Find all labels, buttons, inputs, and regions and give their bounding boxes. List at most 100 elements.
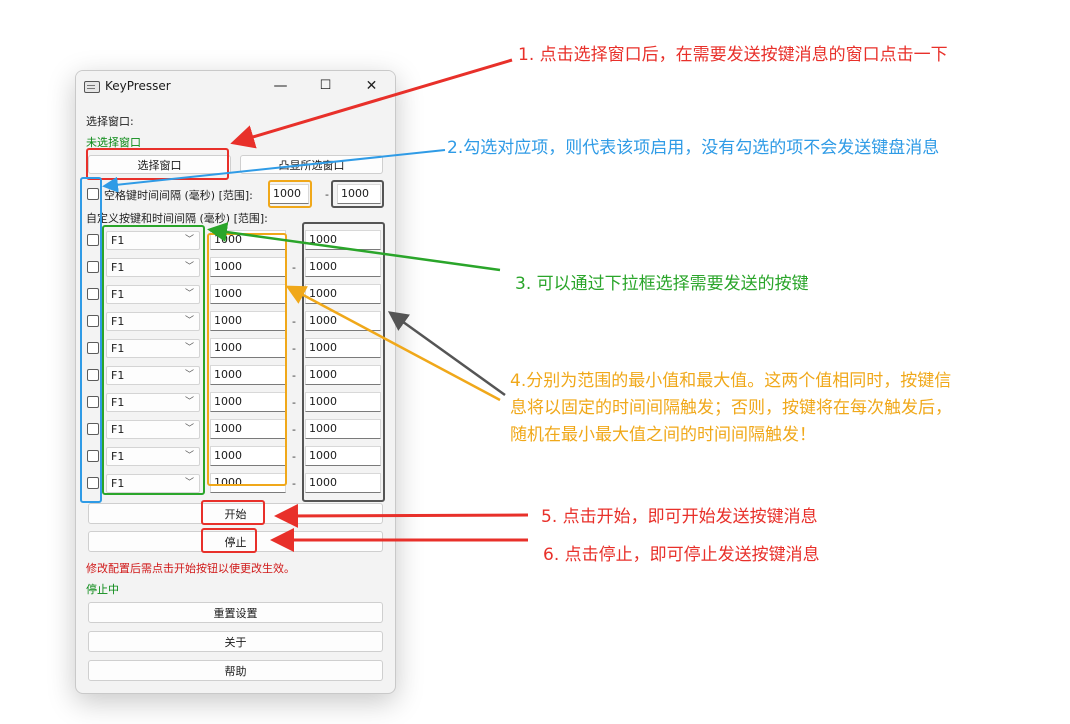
key-select-dropdown[interactable]: F1 ﹀ (106, 339, 200, 358)
annotation-3: 3. 可以通过下拉框选择需要发送的按键 (515, 274, 809, 294)
key-select-dropdown[interactable]: F1﹀ (106, 447, 200, 466)
space-interval-label: 空格键时间间隔 (毫秒) [范围]: (104, 189, 253, 202)
range-dash: - (292, 315, 296, 328)
arrow-3 (207, 222, 501, 272)
title-bar[interactable]: KeyPresser — ☐ ✕ (76, 71, 395, 103)
key-select-dropdown[interactable]: F1 ﹀ (106, 312, 200, 331)
reset-settings-button[interactable]: 重置设置 (88, 602, 383, 623)
minimize-button[interactable]: — (273, 78, 288, 94)
notice-text: 修改配置后需点击开始按钮以使更改生效。 (86, 562, 295, 575)
max-interval-input[interactable]: 1000 (305, 284, 381, 304)
key-select-dropdown[interactable]: F1 ﹀ (106, 285, 200, 304)
max-column-box (302, 222, 385, 502)
arrow-5 (274, 503, 529, 528)
range-dash: - (325, 188, 329, 201)
range-dash: - (292, 261, 296, 274)
min-interval-input[interactable]: 1000 (210, 392, 286, 412)
key-combo-column-box (102, 225, 205, 495)
key-select-value: F1 (111, 288, 125, 301)
key-select-dropdown[interactable]: F1 ﹀ (106, 474, 200, 493)
arrow-4b (387, 311, 506, 397)
annotation-5: 5. 点击开始，即可开始发送按键消息 (541, 507, 818, 527)
keyboard-icon (84, 81, 100, 93)
chevron-down-icon: ﹀ (184, 343, 194, 353)
key-select-value: F1 (111, 261, 125, 274)
key-select-value: F1 (111, 234, 125, 247)
arrow-2 (102, 149, 446, 193)
key-enable-checkbox[interactable] (87, 369, 99, 381)
range-dash: - (292, 342, 296, 355)
chevron-down-icon: ﹀ (184, 478, 194, 488)
chevron-down-icon: ﹀ (184, 316, 194, 326)
key-enable-checkbox[interactable] (87, 315, 99, 327)
key-select-value: F1 (111, 369, 125, 382)
start-button[interactable]: 开始 (88, 503, 383, 524)
window-status-text: 未选择窗口 (86, 136, 141, 149)
annotation-1: 1. 点击选择窗口后，在需要发送按键消息的窗口点击一下 (518, 45, 948, 65)
annotation-2: 2.勾选对应项，则代表该项启用，没有勾选的项不会发送键盘消息 (447, 138, 940, 158)
max-interval-input[interactable]: 1000 (305, 365, 381, 385)
space-min-box (268, 180, 312, 208)
key-enable-checkbox[interactable] (87, 342, 99, 354)
checkbox-column-box (80, 177, 102, 503)
key-enable-checkbox[interactable] (87, 450, 99, 462)
min-interval-input[interactable]: 1000 (210, 446, 286, 466)
arrow-4a (285, 285, 501, 402)
key-select-value: F1 (111, 315, 125, 328)
chevron-down-icon: ﹀ (184, 235, 194, 245)
stop-button-box (201, 528, 257, 553)
chevron-down-icon: ﹀ (184, 451, 194, 461)
start-button-box (201, 500, 265, 525)
space-max-input[interactable]: 1000 (337, 184, 381, 204)
arrow-1 (230, 58, 513, 149)
annotation-4: 4.分别为范围的最小值和最大值。这两个值相同时，按键信 息将以固定的时间间隔触发… (510, 368, 1060, 449)
key-select-value: F1 (111, 477, 125, 490)
max-interval-input[interactable]: 1000 (305, 446, 381, 466)
key-enable-checkbox[interactable] (87, 477, 99, 489)
max-interval-input[interactable]: 1000 (305, 257, 381, 277)
key-select-value: F1 (111, 423, 125, 436)
chevron-down-icon: ﹀ (184, 370, 194, 380)
about-button[interactable]: 关于 (88, 631, 383, 652)
range-dash: - (292, 396, 296, 409)
custom-keys-header: 自定义按键和时间间隔 (毫秒) [范围]: (86, 212, 268, 225)
help-button[interactable]: 帮助 (88, 660, 383, 681)
space-max-box (331, 180, 384, 208)
close-button[interactable]: ✕ (365, 78, 378, 94)
max-interval-input[interactable]: 1000 (305, 419, 381, 439)
key-select-dropdown[interactable]: F1 ﹀ (106, 366, 200, 385)
annotation-4-line-3: 随机在最小最大值之间的时间间隔触发！ (510, 425, 816, 445)
key-select-dropdown[interactable]: F1 ﹀ (106, 258, 200, 277)
select-window-button[interactable]: 选择窗口 (88, 155, 231, 174)
key-enable-checkbox[interactable] (87, 261, 99, 273)
annotation-4-line-2: 息将以固定的时间间隔触发；否则，按键将在每次触发后， (510, 398, 952, 418)
max-interval-input[interactable]: 1000 (305, 338, 381, 358)
annotation-4-line-1: 4.分别为范围的最小值和最大值。这两个值相同时，按键信 (510, 371, 952, 391)
min-interval-input[interactable]: 1000 (210, 257, 286, 277)
range-dash: - (292, 423, 296, 436)
range-dash: - (292, 450, 296, 463)
range-dash: - (292, 477, 296, 490)
space-enable-checkbox[interactable] (87, 188, 99, 200)
chevron-down-icon: ﹀ (184, 424, 194, 434)
min-interval-input[interactable]: 1000 (210, 419, 286, 439)
chevron-down-icon: ﹀ (184, 289, 194, 299)
key-select-dropdown[interactable]: F1 ﹀ (106, 420, 200, 439)
annotation-6: 6. 点击停止，即可停止发送按键消息 (543, 545, 820, 565)
maximize-button[interactable]: ☐ (319, 78, 332, 93)
max-interval-input[interactable]: 1000 (305, 473, 381, 493)
min-interval-input[interactable]: 1000 (210, 338, 286, 358)
min-interval-input[interactable]: 1000 (210, 365, 286, 385)
key-enable-checkbox[interactable] (87, 288, 99, 300)
key-select-dropdown[interactable]: F1 ﹀ (106, 231, 200, 250)
key-enable-checkbox[interactable] (87, 234, 99, 246)
max-interval-input[interactable]: 1000 (305, 392, 381, 412)
key-select-dropdown[interactable]: F1﹀ (106, 393, 200, 412)
min-interval-input[interactable]: 1000 (210, 311, 286, 331)
key-enable-checkbox[interactable] (87, 396, 99, 408)
chevron-down-icon: ﹀ (184, 397, 194, 407)
key-select-value: F1 (111, 342, 125, 355)
chevron-down-icon: ﹀ (184, 262, 194, 272)
key-enable-checkbox[interactable] (87, 423, 99, 435)
